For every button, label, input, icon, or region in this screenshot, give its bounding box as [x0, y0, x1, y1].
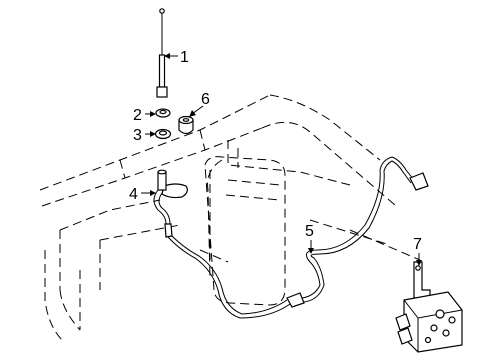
antenna-mast	[156, 8, 168, 98]
antenna-base-part	[153, 169, 188, 238]
module-part	[395, 261, 463, 353]
grommet-part	[178, 115, 194, 135]
callout-7: 7	[413, 236, 422, 253]
callout-2: 2	[133, 107, 142, 124]
antenna-cable-part	[167, 156, 429, 319]
vehicle-body-outline	[39, 94, 421, 341]
callout-4: 4	[129, 186, 138, 203]
callout-5: 5	[305, 223, 314, 240]
callout-1: 1	[180, 49, 189, 66]
callout-6: 6	[201, 91, 210, 108]
nut-part	[155, 108, 171, 118]
reservoir-outline	[204, 156, 286, 306]
bezel-part	[154, 128, 172, 140]
callout-3: 3	[133, 127, 142, 144]
leader-lines	[141, 53, 422, 266]
